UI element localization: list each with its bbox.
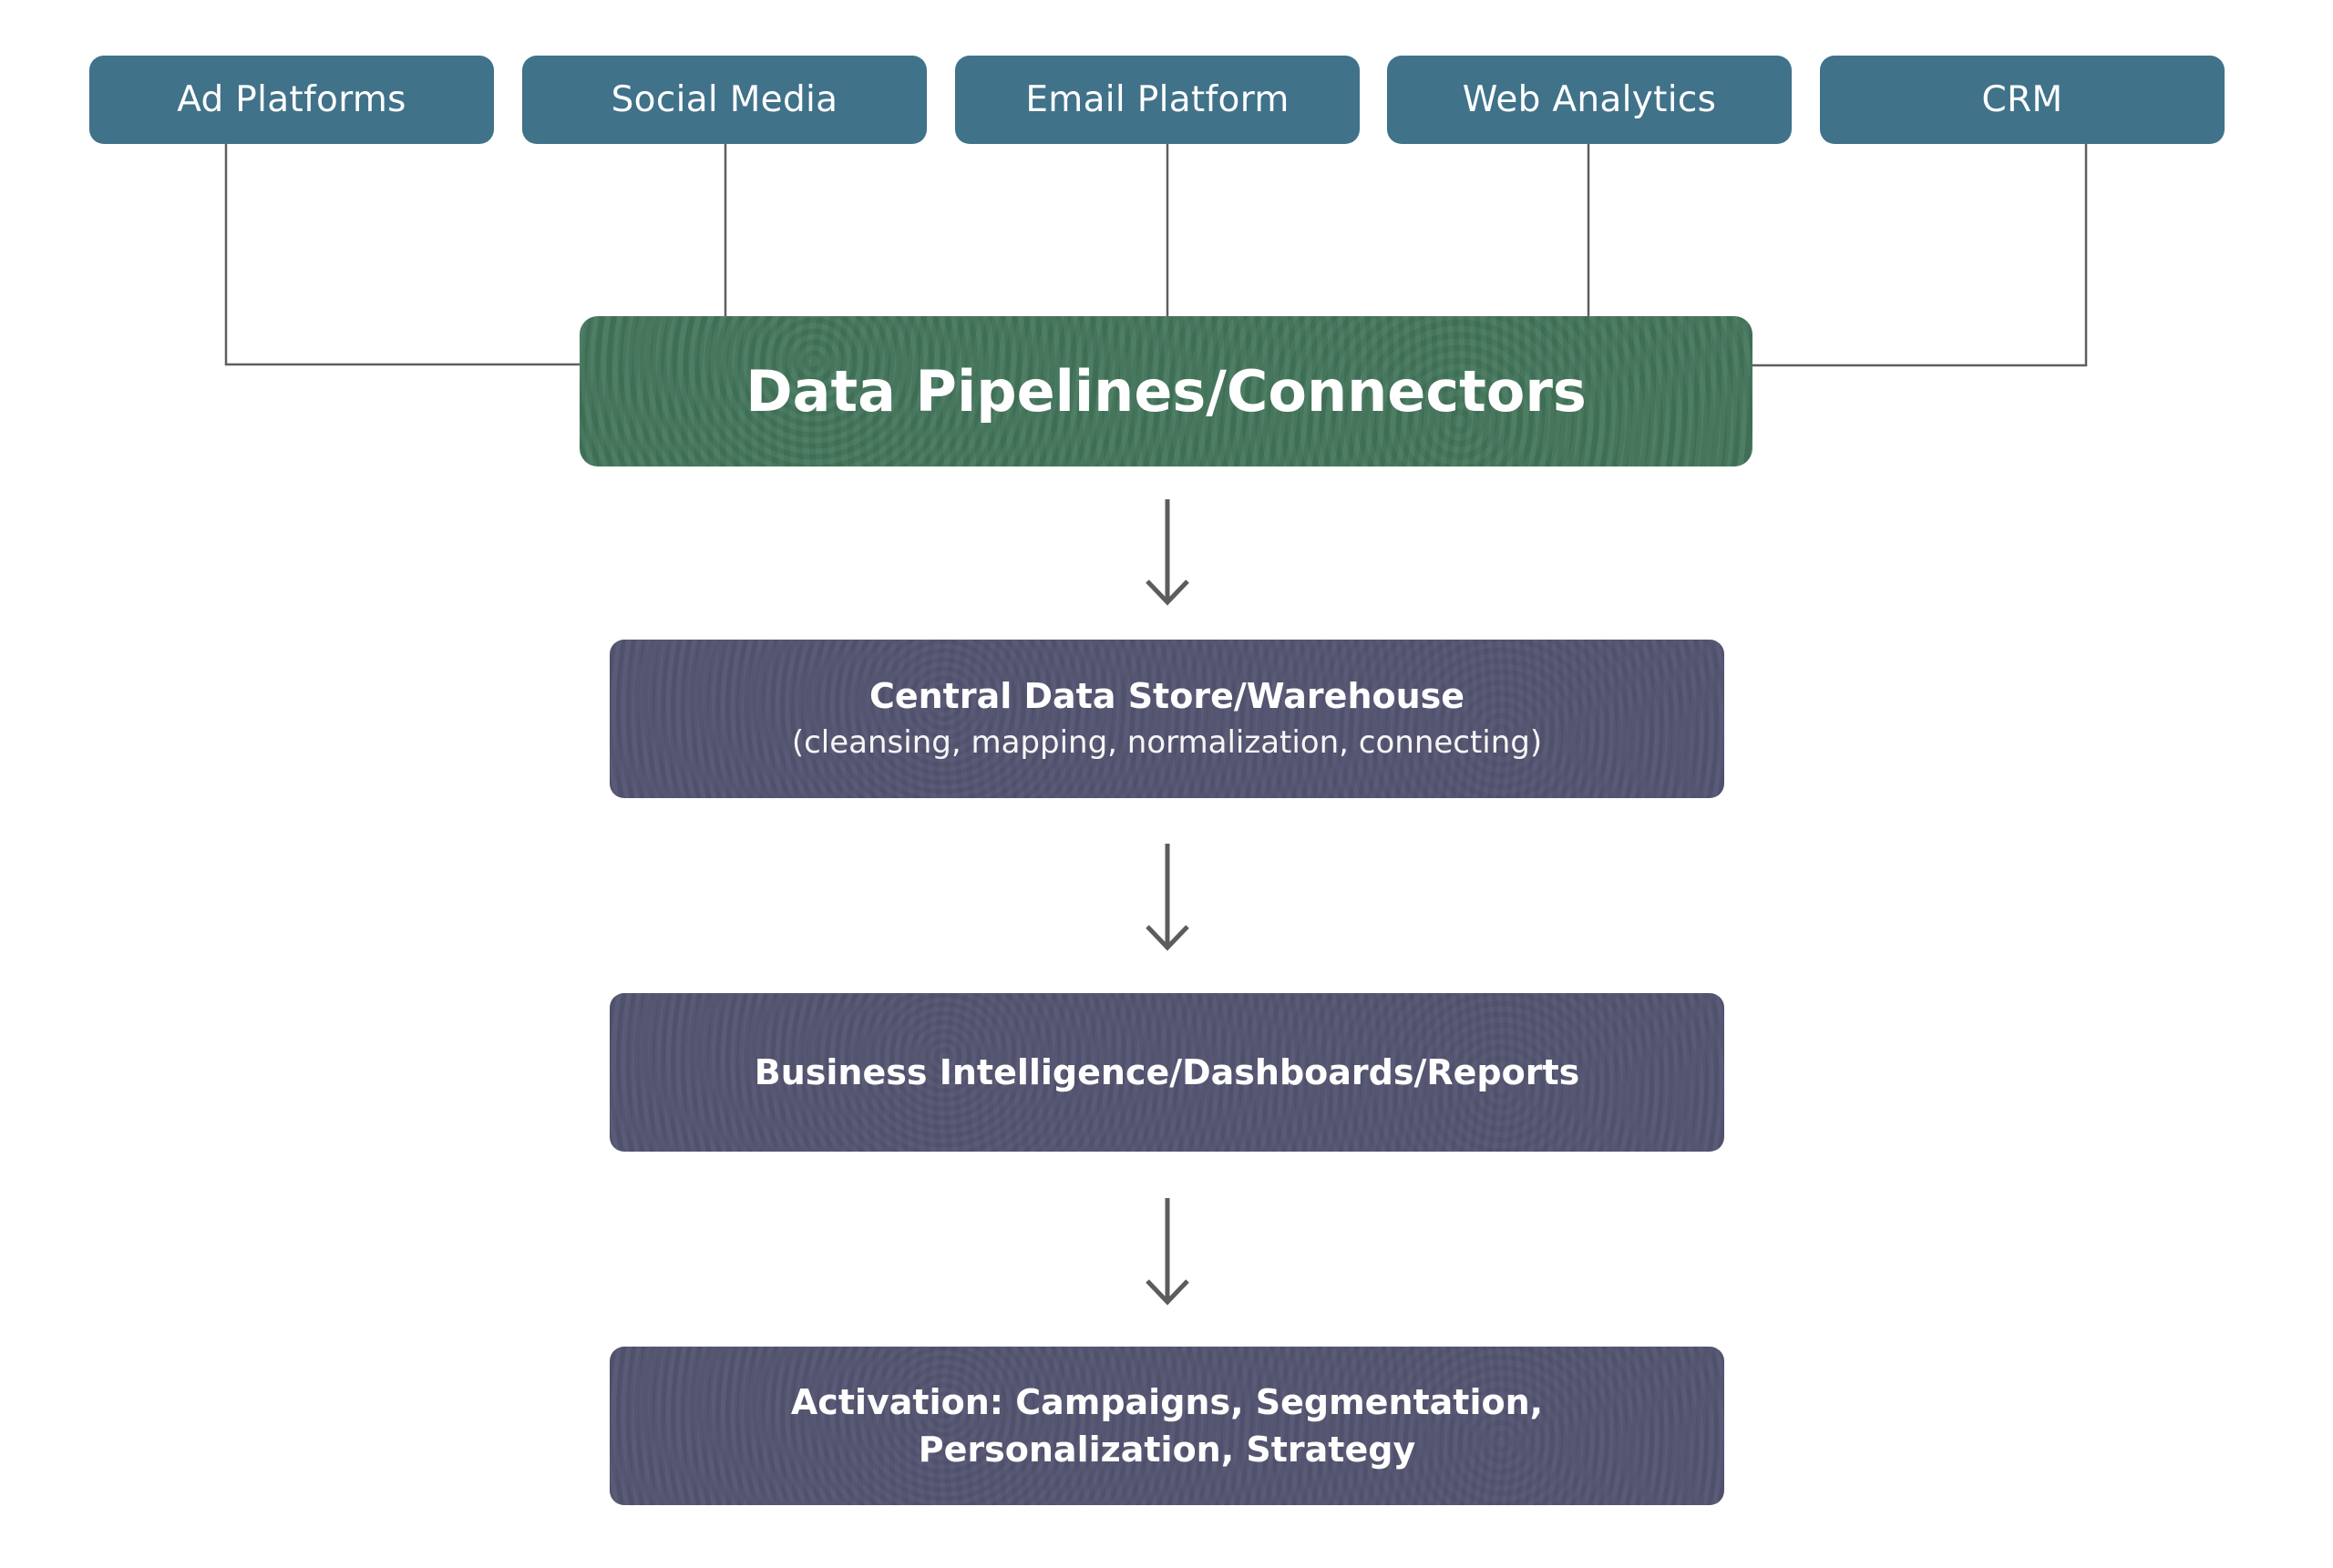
source-social-media: Social Media: [522, 56, 927, 144]
arrow-down-3: [1146, 1198, 1189, 1306]
stage-business-intelligence-title: Business Intelligence/Dashboards/Reports: [754, 1052, 1580, 1092]
source-ad-platforms-label: Ad Platforms: [177, 79, 406, 120]
connector-ad-platforms: [224, 144, 580, 366]
stage-central-data-store-title: Central Data Store/Warehouse: [868, 676, 1465, 716]
pipeline-label: Data Pipelines/Connectors: [745, 358, 1587, 425]
stage-activation-title-line2: Personalization, Strategy: [918, 1430, 1416, 1470]
source-email-platform: Email Platform: [955, 56, 1360, 144]
stage-activation: Activation: Campaigns, Segmentation, Per…: [610, 1347, 1724, 1505]
connector-crm: [1752, 144, 2088, 367]
stage-central-data-store-subtitle: (cleansing, mapping, normalization, conn…: [791, 724, 1543, 761]
source-web-analytics-label: Web Analytics: [1462, 79, 1717, 120]
arrow-down-2: [1146, 844, 1189, 951]
source-crm: CRM: [1820, 56, 2225, 144]
stage-business-intelligence: Business Intelligence/Dashboards/Reports: [610, 993, 1724, 1152]
source-email-platform-label: Email Platform: [1025, 79, 1290, 120]
source-ad-platforms: Ad Platforms: [89, 56, 494, 144]
stage-activation-title-line1: Activation: Campaigns, Segmentation,: [790, 1382, 1544, 1422]
stage-central-data-store: Central Data Store/Warehouse (cleansing,…: [610, 640, 1724, 798]
pipeline-box: Data Pipelines/Connectors: [580, 316, 1752, 466]
source-social-media-label: Social Media: [611, 79, 838, 120]
source-web-analytics: Web Analytics: [1387, 56, 1792, 144]
source-crm-label: CRM: [1981, 79, 2063, 120]
arrow-down-1: [1146, 499, 1189, 606]
